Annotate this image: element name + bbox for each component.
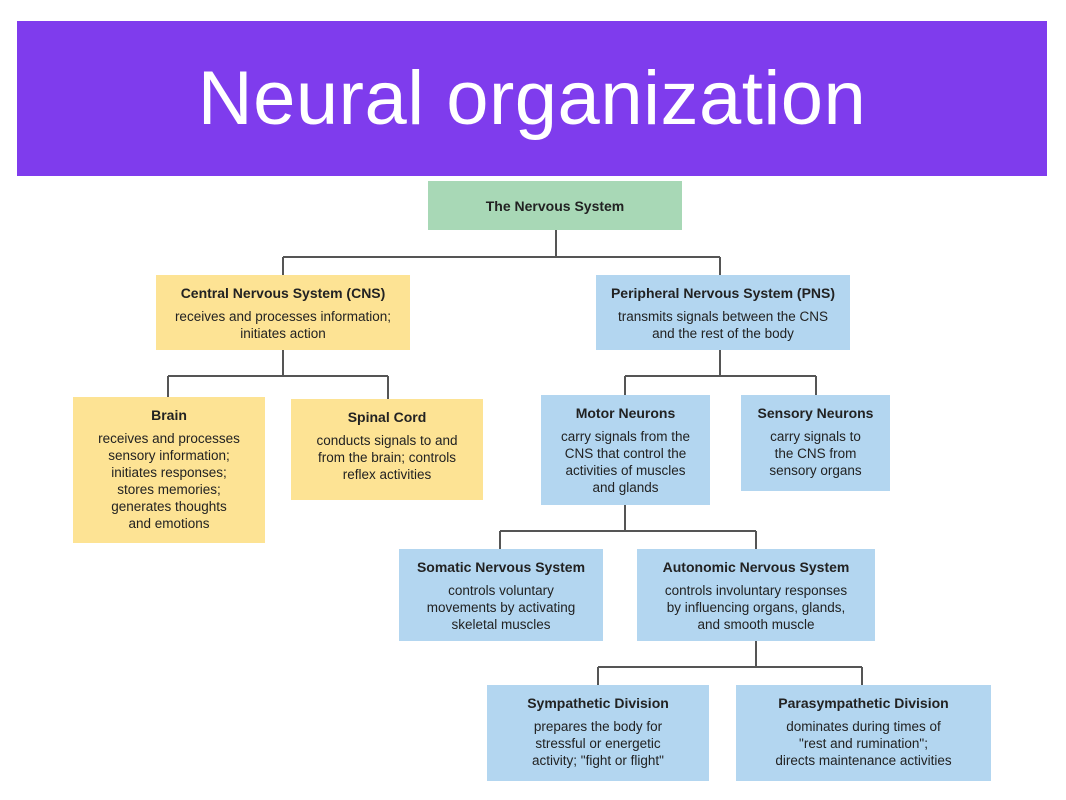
node-sensory-neurons: Sensory Neurons carry signals to the CNS… xyxy=(741,395,890,491)
connector-pns-to-motor-sensory xyxy=(624,350,817,395)
node-title: The Nervous System xyxy=(485,197,625,214)
connector-cns-to-brain-spinal xyxy=(167,350,389,399)
node-description: dominates during times of "rest and rumi… xyxy=(775,719,952,768)
node-cns: Central Nervous System (CNS) receives an… xyxy=(156,275,410,350)
node-title: Motor Neurons xyxy=(575,405,676,421)
node-description: transmits signals between the CNS and th… xyxy=(617,309,829,341)
node-title: Autonomic Nervous System xyxy=(662,559,850,575)
node-motor-neurons: Motor Neurons carry signals from the CNS… xyxy=(541,395,710,505)
node-title: Brain xyxy=(151,407,187,423)
node-pns: Peripheral Nervous System (PNS) transmit… xyxy=(596,275,850,350)
node-title: Parasympathetic Division xyxy=(778,695,949,711)
node-description: receives and processes sensory informati… xyxy=(98,431,240,531)
node-title: Peripheral Nervous System (PNS) xyxy=(610,285,836,301)
node-nervous-system: The Nervous System xyxy=(428,181,682,230)
slide-title: Neural organization xyxy=(197,56,867,141)
node-title: Spinal Cord xyxy=(347,409,427,425)
node-description: controls voluntary movements by activati… xyxy=(426,583,576,632)
node-autonomic-nervous-system: Autonomic Nervous System controls involu… xyxy=(637,549,875,641)
node-title: Sympathetic Division xyxy=(527,695,669,711)
node-description: controls involuntary responses by influe… xyxy=(664,583,848,632)
node-sympathetic-division: Sympathetic Division prepares the body f… xyxy=(487,685,709,781)
node-title: Sensory Neurons xyxy=(757,405,874,421)
node-description: prepares the body for stressful or energ… xyxy=(532,719,664,768)
connector-autonomic-to-divisions xyxy=(597,641,863,685)
connector-motor-to-somatic-autonomic xyxy=(499,505,757,549)
node-somatic-nervous-system: Somatic Nervous System controls voluntar… xyxy=(399,549,603,641)
title-bar: Neural organization xyxy=(17,21,1047,176)
node-parasympathetic-division: Parasympathetic Division dominates durin… xyxy=(736,685,991,781)
node-description: receives and processes information; init… xyxy=(174,309,392,341)
node-brain: Brain receives and processes sensory inf… xyxy=(73,397,265,543)
node-description: carry signals from the CNS that control … xyxy=(560,429,691,495)
node-description: carry signals to the CNS from sensory or… xyxy=(769,429,862,478)
node-title: Somatic Nervous System xyxy=(416,559,586,575)
node-title: Central Nervous System (CNS) xyxy=(180,285,386,301)
node-description: conducts signals to and from the brain; … xyxy=(316,433,458,482)
connector-root-to-cns-pns xyxy=(282,230,721,275)
node-spinal-cord: Spinal Cord conducts signals to and from… xyxy=(291,399,483,500)
